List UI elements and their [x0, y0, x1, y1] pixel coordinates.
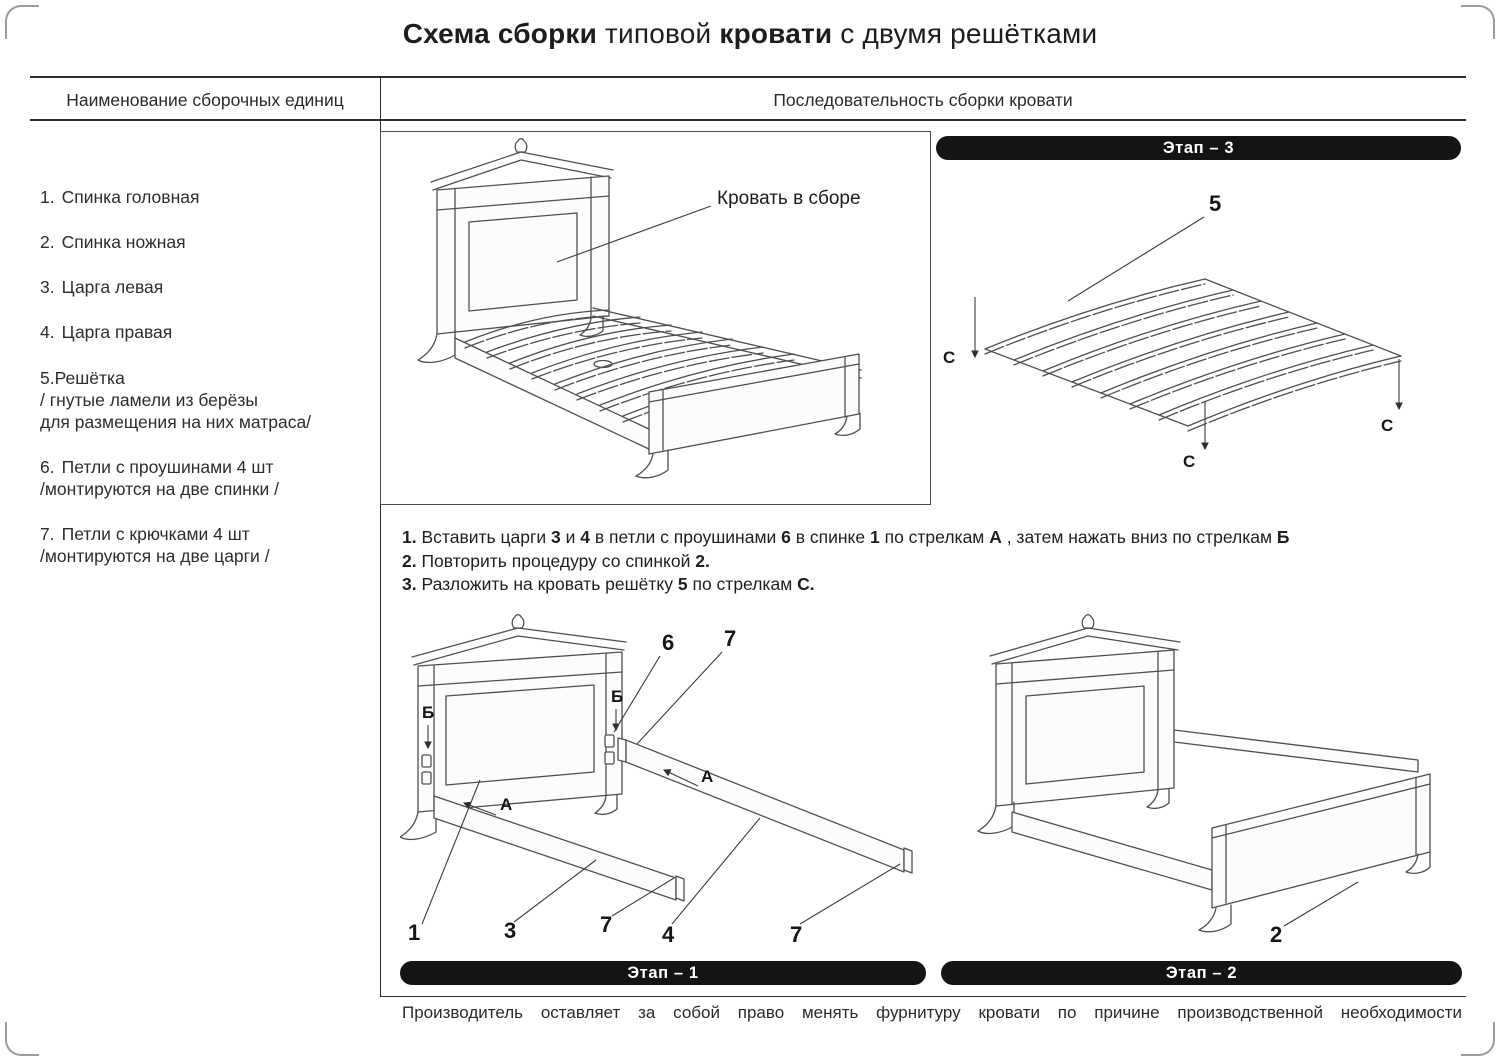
title-part: кровати — [719, 18, 833, 49]
part-number: 4. — [40, 322, 55, 342]
part-item-2: 2. Спинка ножная — [40, 231, 375, 253]
stage2-banner: Этап – 2 — [941, 961, 1462, 985]
arrow-a — [462, 801, 497, 816]
hinge-loop — [604, 734, 615, 748]
part-number: 1. — [40, 187, 55, 207]
assembly-instructions: 1. Вставить царги 3 и 4 в петли с проуши… — [402, 526, 1464, 597]
stage1-headboard — [400, 614, 627, 841]
assembled-headboard — [417, 138, 614, 364]
part-item-3: 3. Царга левая — [40, 276, 375, 298]
part-note: /монтируются на две царги / — [40, 546, 270, 566]
parts-column-header: Наименование сборочных единиц — [66, 90, 344, 110]
part-name: Спинка головная — [61, 187, 200, 207]
frame-corner-icon — [5, 5, 39, 39]
instruction-line-3: 3. Разложить на кровать решётку 5 по стр… — [402, 574, 815, 594]
stage1-rail-left — [433, 795, 685, 902]
slat-base-drawing — [984, 278, 1402, 432]
frame-corner-icon — [5, 1022, 39, 1056]
label-part-7: 7 — [600, 912, 612, 937]
assembled-bed-drawing: Кровать в сборе — [417, 138, 862, 479]
assembled-footboard — [635, 353, 861, 479]
part-number: 6. — [40, 457, 55, 477]
stage1-drawing: Б Б А А 6 7 1 3 7 4 7 — [400, 614, 913, 947]
stage2-callouts: 2 — [1270, 881, 1359, 947]
page-title: Схема сборки типовой кровати с двумя реш… — [0, 18, 1500, 50]
label-part-7: 7 — [724, 626, 736, 651]
label-direction-a: А — [500, 795, 512, 814]
part-name: Царга правая — [61, 322, 173, 342]
stage1-callouts: 6 7 1 3 7 4 7 — [408, 626, 901, 947]
label-leader-line — [1067, 216, 1205, 302]
title-part: Схема сборки — [402, 18, 598, 49]
stage2-headboard — [977, 614, 1181, 835]
caption-leader-line — [556, 205, 712, 263]
stage3-drawing: С С С 5 — [943, 191, 1403, 471]
stage3-arrows: С С С — [943, 297, 1403, 471]
part-item-1: 1. Спинка головная — [40, 186, 375, 208]
stage2-footboard — [1198, 773, 1431, 933]
label-part-3: 3 — [504, 918, 516, 943]
stage3-banner: Этап – 3 — [936, 136, 1461, 160]
label-direction-a: А — [701, 767, 713, 786]
part-number: 5. — [40, 368, 55, 388]
part-number: 2. — [40, 232, 55, 252]
column-divider — [380, 76, 381, 996]
instruction-line-1: 1. Вставить царги 3 и 4 в петли с проуши… — [402, 527, 1290, 547]
part-number: 3. — [40, 277, 55, 297]
label-part-2: 2 — [1270, 922, 1282, 947]
title-part: типовой — [597, 18, 720, 49]
part-name: Решётка — [54, 368, 125, 388]
sequence-column-header: Последовательность сборки кровати — [773, 90, 1073, 110]
assembled-bed-frame: Кровать в сборе — [380, 131, 931, 505]
label-direction-b: Б — [422, 703, 434, 722]
label-direction-c: С — [1381, 416, 1393, 435]
frame-corner-icon — [1461, 5, 1495, 39]
footer-note: Производитель оставляет за собой право м… — [402, 1003, 1462, 1022]
label-part-5: 5 — [1209, 191, 1221, 216]
label-direction-b: Б — [611, 687, 623, 706]
label-part-4: 4 — [662, 922, 675, 947]
part-note: / гнутые ламели из берёзы — [40, 390, 258, 410]
title-part: с двумя решётками — [832, 18, 1098, 49]
part-item-5: 5.Решётка / гнутые ламели из берёзы для … — [40, 367, 375, 433]
instruction-line-2: 2. Повторить процедуру со спинкой 2. — [402, 550, 710, 571]
part-note: для размещения на них матраса/ — [40, 412, 312, 432]
stage2-drawing: 2 — [977, 614, 1431, 947]
divider-top — [30, 76, 1466, 78]
arrow-a — [662, 769, 699, 787]
part-name: Петли с крючками 4 шт — [61, 524, 250, 544]
stage1-arrows: Б Б А А — [422, 687, 713, 816]
label-part-1: 1 — [408, 920, 420, 945]
assembled-frame-and-slats — [454, 307, 862, 451]
part-item-4: 4. Царга правая — [40, 321, 375, 343]
part-note: /монтируются на две спинки / — [40, 479, 280, 499]
stage1-rail-right — [617, 737, 913, 874]
assembled-bed-caption: Кровать в сборе — [717, 188, 861, 209]
label-part-6: 6 — [662, 630, 674, 655]
label-part-7: 7 — [790, 922, 802, 947]
divider-bottom — [380, 996, 1466, 997]
hinge-loop — [421, 771, 432, 785]
stage1-banner: Этап – 1 — [400, 961, 926, 985]
frame-corner-icon — [1461, 1022, 1495, 1056]
part-number: 7. — [40, 524, 55, 544]
part-name: Царга левая — [61, 277, 164, 297]
divider-under-headers — [30, 119, 1466, 121]
part-item-6: 6. Петли с проушинами 4 шт /монтируются н… — [40, 456, 375, 500]
hinge-loop — [604, 751, 615, 765]
hinge-loop — [421, 754, 432, 768]
part-name: Спинка ножная — [61, 232, 186, 252]
label-direction-c: С — [943, 348, 955, 367]
part-item-7: 7. Петли с крючками 4 шт /монтируются на … — [40, 523, 375, 567]
part-name: Петли с проушинами 4 шт — [61, 457, 274, 477]
label-direction-c: С — [1183, 452, 1195, 471]
